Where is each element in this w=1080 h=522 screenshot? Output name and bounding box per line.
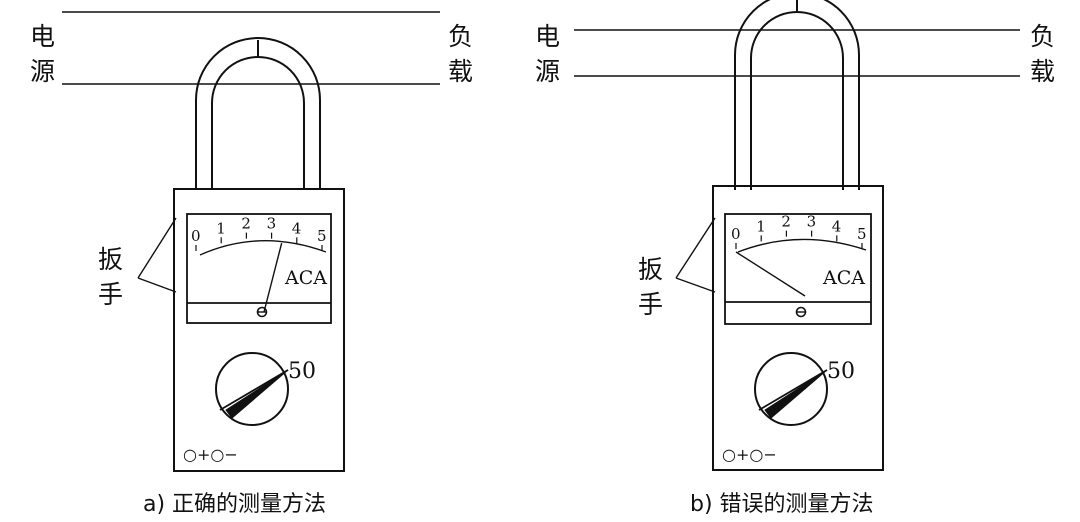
lever-pointer-lower-b (675, 277, 716, 293)
scale-number-b-5: 5 (857, 225, 867, 243)
scale-number-a-3: 3 (267, 215, 277, 233)
source-label-1-a: 电 (30, 22, 55, 51)
range-knob-pointer-b (764, 369, 828, 419)
zero-adjust-screw-b (795, 306, 807, 318)
jaw-label-2-a: 手 (98, 280, 123, 309)
caption-a: a) 正确的测量方法 (143, 492, 326, 517)
scale-number-a-2: 2 (241, 215, 251, 233)
caption-b: b) 错误的测量方法 (690, 492, 874, 517)
load-label-2-b: 载 (1030, 57, 1055, 86)
meter-dial-b (724, 213, 872, 325)
scale-number-b-1: 1 (756, 217, 766, 235)
source-label-2-a: 源 (30, 57, 55, 86)
jaw-label-1-a: 扳 (98, 245, 123, 274)
scale-ticks-a (195, 232, 323, 251)
panel-b (574, 0, 1020, 471)
meter-body-a (173, 188, 345, 472)
range-knob-pointer-a (225, 369, 289, 419)
range-knob-a (215, 352, 289, 426)
terminals-label-b: ○+○− (722, 445, 777, 464)
source-label-1-b: 电 (535, 22, 560, 51)
clamp-jaw-inner-a (211, 56, 305, 190)
scale-number-b-0: 0 (731, 225, 741, 243)
unit-label-a: ACA (284, 267, 327, 289)
range-knob-pointer-line-b (758, 369, 828, 411)
range-knob-pointer-line-a (219, 369, 289, 411)
range-knob-b (754, 352, 828, 426)
scale-arc-b (737, 238, 867, 253)
clamp-jaw-inner-b (750, 11, 844, 190)
source-label-2-b: 源 (535, 57, 560, 86)
terminals-label-a: ○+○− (183, 445, 238, 464)
scale-number-a-5: 5 (317, 227, 327, 245)
lever-pointer-upper-b (675, 217, 716, 279)
scale-number-a-4: 4 (292, 219, 302, 237)
unit-label-b: ACA (822, 267, 865, 289)
meter-needle-a (263, 242, 283, 313)
scale-number-a-1: 1 (216, 219, 226, 237)
scale-number-a-0: 0 (191, 227, 201, 245)
panel-a (62, 11, 440, 472)
meter-dial-a (186, 213, 332, 324)
scale-number-b-4: 4 (832, 217, 842, 235)
jaw-label-2-b: 手 (638, 290, 663, 319)
range-label-a: 50 (288, 359, 316, 384)
scale-number-b-2: 2 (781, 213, 791, 231)
lever-pointer-lower-a (137, 277, 177, 293)
load-label-1-a: 负 (448, 22, 473, 51)
clamp-jaw-outer-a (195, 37, 321, 190)
load-label-1-b: 负 (1030, 22, 1055, 51)
clamp-jaw-outer-b (734, 0, 860, 190)
zero-adjust-screw-a (256, 306, 268, 318)
meter-body-b (712, 185, 884, 471)
range-label-b: 50 (827, 359, 855, 384)
lever-pointer-upper-a (137, 217, 177, 279)
scale-number-b-3: 3 (807, 213, 817, 231)
load-label-2-a: 载 (448, 57, 473, 86)
scale-ticks-b (735, 230, 863, 249)
meter-needle-b (735, 251, 806, 297)
jaw-label-1-b: 扳 (638, 255, 663, 284)
scale-arc-a (199, 240, 327, 256)
